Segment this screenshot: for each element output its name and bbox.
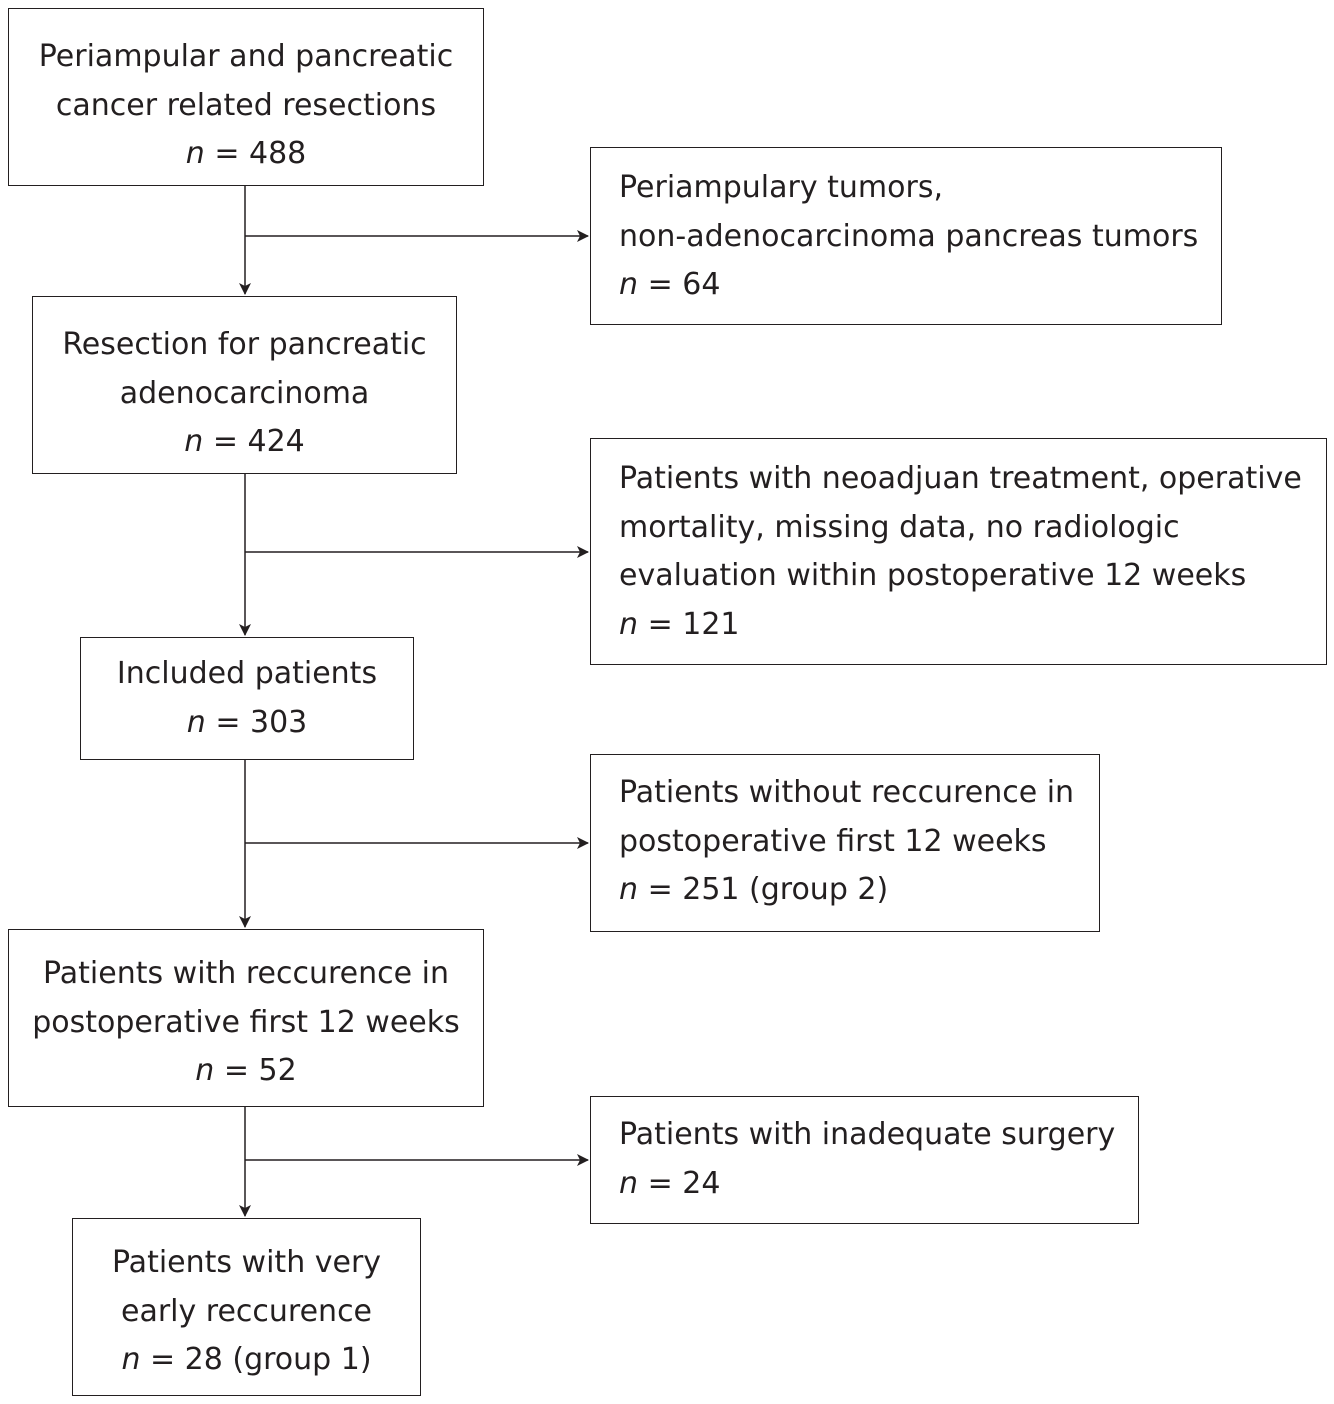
- box-count: n = 488: [185, 136, 307, 171]
- box-text-line: non-adenocarcinoma pancreas tumors: [619, 218, 1199, 254]
- box-text-line: Patients with inadequate surgery: [619, 1117, 1116, 1152]
- box-adenocarcinoma-resection: Resection for pancreatic adenocarcinoma …: [32, 296, 457, 474]
- box-count: n = 28 (group 1): [121, 1342, 372, 1377]
- box-excluded-periampulary: Periampulary tumors, non-adenocarcinoma …: [590, 147, 1222, 325]
- box-text-line: Patients with reccurence in: [43, 956, 449, 991]
- box-text-line: postoperative first 12 weeks: [32, 1004, 460, 1040]
- box-text-line: cancer related resections: [55, 87, 437, 123]
- box-recurrence-12-weeks: Patients with reccurence in postoperativ…: [8, 929, 484, 1107]
- box-text-line: adenocarcinoma: [119, 375, 370, 411]
- box-count: n = 52: [195, 1053, 297, 1088]
- box-text-line: Resection for pancreatic: [62, 327, 427, 362]
- box-text-line: Included patients: [116, 656, 378, 691]
- box-count: n = 251 (group 2): [619, 872, 889, 907]
- box-included-patients: Included patients n = 303: [80, 637, 414, 760]
- box-count: n = 303: [186, 704, 308, 740]
- box-count: n = 24: [619, 1165, 721, 1201]
- box-text-line: Patients with very: [111, 1245, 382, 1280]
- box-text-line: early reccurence: [120, 1293, 373, 1329]
- box-very-early-recurrence: Patients with very early reccurence n = …: [72, 1218, 421, 1396]
- box-count: n = 121: [619, 606, 740, 642]
- box-text-line: mortality, missing data, no radiologic: [619, 509, 1180, 545]
- box-count: n = 64: [619, 267, 721, 302]
- box-text-line: Patients without reccurence in: [619, 775, 1075, 810]
- box-text-line: evaluation within postoperative 12 weeks: [619, 558, 1247, 593]
- box-text-line: postoperative first 12 weeks: [619, 823, 1047, 859]
- box-count: n = 424: [184, 424, 305, 459]
- box-text-line: Periampular and pancreatic: [38, 39, 454, 74]
- box-inadequate-surgery: Patients with inadequate surgery n = 24: [590, 1096, 1139, 1224]
- box-text-line: Patients with neoadjuan treatment, opera…: [619, 461, 1302, 496]
- box-no-recurrence-group-2: Patients without reccurence in postopera…: [590, 754, 1100, 932]
- box-excluded-neoadjuvant: Patients with neoadjuan treatment, opera…: [590, 438, 1327, 665]
- box-pancreatic-resections: Periampular and pancreatic cancer relate…: [8, 8, 484, 186]
- box-text-line: Periampulary tumors,: [619, 170, 944, 205]
